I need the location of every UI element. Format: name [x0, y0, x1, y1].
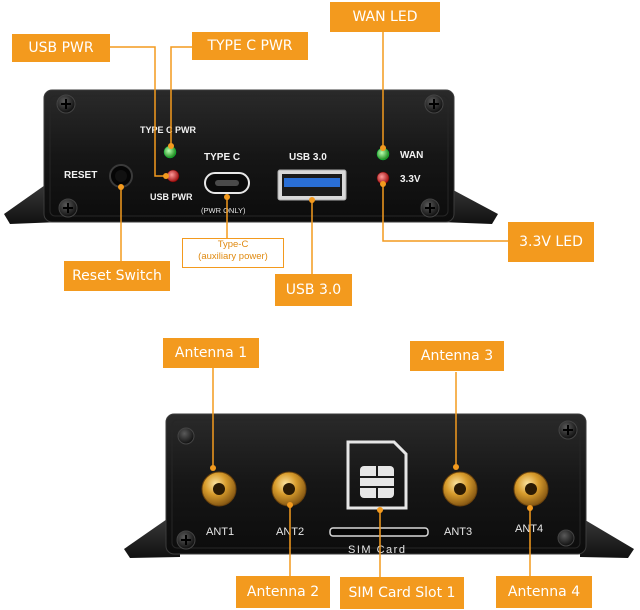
right-flange: [580, 517, 634, 558]
bottom-device: ANT1 ANT2 ANT3 ANT4 SIM Card: [124, 413, 634, 558]
screw-icon: [58, 198, 78, 218]
callout-type-c-line1: Type-C: [217, 239, 249, 250]
screw-icon: [56, 94, 76, 114]
screw-icon: [557, 529, 575, 547]
silk-ant3: ANT3: [444, 526, 472, 538]
silk-type-c-pwr: TYPE C PWR: [140, 125, 197, 135]
silk-reset: RESET: [64, 170, 97, 181]
ant3-connector: [442, 471, 478, 507]
silk-sim-card: SIM Card: [348, 544, 406, 556]
callout-antenna3: Antenna 3: [410, 341, 504, 371]
callout-antenna1: Antenna 1: [163, 338, 259, 368]
top-case-body: [43, 89, 455, 223]
screw-icon: [420, 198, 440, 218]
screw-icon: [176, 530, 196, 550]
silk-ant4: ANT4: [515, 523, 543, 535]
sim-card-slot: [329, 527, 429, 537]
silk-usb-pwr: USB PWR: [150, 192, 193, 202]
top-leader-dots: [118, 143, 386, 203]
bottom-leader-dots: [210, 464, 533, 513]
silk-usb30: USB 3.0: [289, 152, 327, 163]
top-device: TYPE C PWR USB PWR RESET TYPE C (PWR ONL…: [4, 89, 498, 224]
sim-card-icon: [346, 440, 408, 510]
callout-usb30: USB 3.0: [275, 274, 352, 306]
silk-ant1: ANT1: [206, 526, 234, 538]
usb30-port: [277, 169, 347, 201]
ant4-connector: [513, 471, 549, 507]
silk-type-c: TYPE C: [204, 152, 240, 163]
callout-antenna2: Antenna 2: [236, 576, 330, 608]
callout-antenna4: Antenna 4: [496, 576, 592, 608]
reset-button: [109, 164, 133, 188]
screw-icon: [558, 420, 578, 440]
callout-usb-pwr: USB PWR: [12, 34, 110, 62]
top-leader-lines: [110, 30, 508, 274]
screw-icon: [424, 94, 444, 114]
callout-reset-switch: Reset Switch: [64, 261, 170, 291]
callout-sim-slot: SIM Card Slot 1: [340, 577, 464, 609]
silk-wan: WAN: [400, 150, 423, 161]
callout-type-c-aux: Type-C (auxiliary power): [182, 238, 284, 268]
callout-3v3-led: 3.3V LED: [508, 222, 594, 262]
callout-type-c-line2: (auxiliary power): [198, 251, 268, 262]
silk-3v3: 3.3V: [400, 174, 421, 185]
screw-icon: [177, 427, 195, 445]
callout-type-c-pwr: TYPE C PWR: [192, 32, 308, 60]
type-c-port: [204, 172, 250, 194]
silk-pwr-only: (PWR ONLY): [201, 206, 246, 215]
ant1-connector: [201, 471, 237, 507]
ant2-connector: [271, 471, 307, 507]
callout-wan-led: WAN LED: [330, 2, 440, 32]
